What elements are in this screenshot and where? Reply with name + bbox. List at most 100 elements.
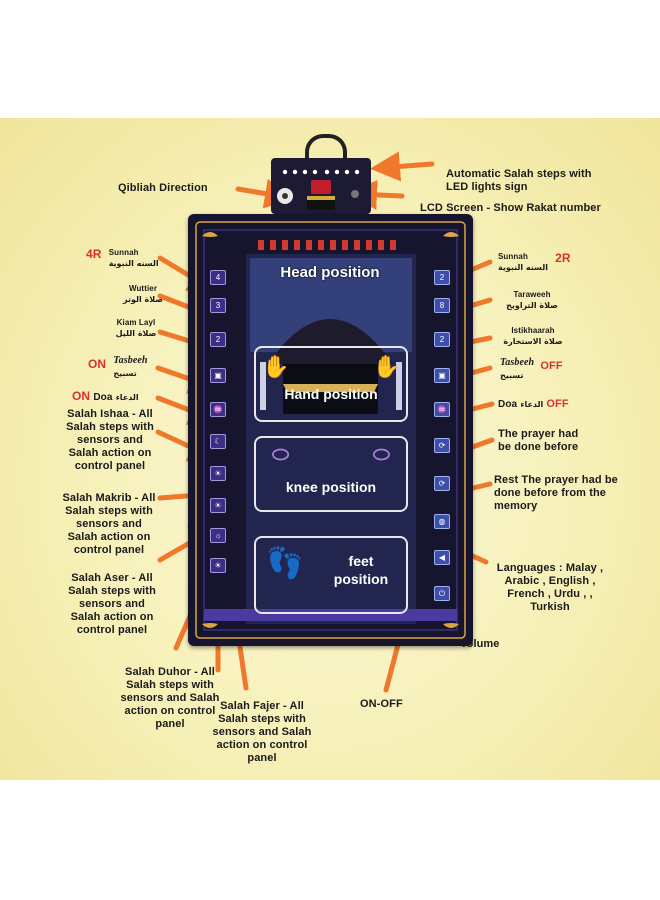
label-left-tasbeeh-en: Tasbeeh (113, 355, 148, 366)
right-btn-2r[interactable]: 2 (434, 270, 450, 285)
right-btn-taraweeh[interactable]: 8 (434, 298, 450, 313)
hand-icons: ✋ ✋ (256, 348, 406, 380)
right-btn-languages[interactable]: ◍ (434, 514, 450, 529)
feet-position-label: feet position (333, 553, 389, 587)
left-btn-aser[interactable]: ☀ (210, 498, 226, 513)
label-right-tasbeeh-ar: تسبيح (500, 371, 524, 380)
head-position-label: Head position (280, 264, 380, 281)
left-btn-ishaa[interactable]: ☾ (210, 434, 226, 449)
label-right-doa-en: Doa (498, 399, 518, 410)
left-btn-tasbeeh[interactable]: ▣ (210, 368, 226, 383)
left-btn-4r[interactable]: 4 (210, 270, 226, 285)
feet-position-box: 👣 feet position (254, 536, 408, 614)
crescent-icon: ☾ (214, 437, 222, 446)
head-position-box: Head position (254, 258, 406, 344)
lcd-device (271, 158, 371, 214)
speaker-icon: ◀ (438, 553, 446, 562)
label-left-tasbeeh-prefix: ON (88, 357, 107, 371)
label-left-sunnah-text: Sunnah السنه النبوية (109, 248, 159, 270)
label-right-tasbeeh-suffix: OFF (540, 360, 563, 372)
knee-position-box: ⬭ ⬭ knee position (254, 436, 408, 512)
label-volume: Volume (460, 638, 500, 650)
left-btn-wuttier[interactable]: 3 (210, 298, 226, 313)
label-left-sunnah-prefix: 4R (86, 247, 102, 261)
label-right-sunnah-suffix: 2R (555, 251, 571, 265)
left-btn-makrib[interactable]: ☀ (210, 466, 226, 481)
label-kiam-layl: Kiam Layl صلاة الليل (108, 318, 164, 340)
left-control-panel: 4 3 2 ▣ ♒ ☾ ☀ ☀ ☼ ☀ (210, 270, 226, 600)
right-btn-rest-prayer[interactable]: ⟳ (434, 476, 450, 491)
cube-icon: ▣ (438, 371, 446, 380)
right-btn-doa[interactable]: ♒ (434, 402, 450, 417)
label-wuttier-ar: صلاة الوتر (122, 295, 164, 304)
right-control-panel: 2 8 2 ▣ ♒ ⟳ ⟳ ◍ ◀ ⏻ (434, 270, 450, 620)
lcd-device-graphic (277, 169, 360, 210)
label-right-doa-ar: الدعاء (520, 400, 544, 409)
label-right-tasbeeh: Tasbeeh تسبيح OFF (500, 356, 590, 382)
label-istikhaarah: Istikhaarah صلاة الاستخارة (498, 326, 568, 348)
label-aser: Salah Aser - All Salah steps with sensor… (68, 572, 156, 636)
label-right-doa: Doa الدعاء OFF (498, 398, 588, 411)
refresh-icon: ⟳ (438, 441, 446, 450)
globe-icon: ◍ (438, 517, 446, 526)
hanger-hook (305, 134, 347, 168)
label-duhor: Salah Duhor - All Salah steps with senso… (120, 666, 220, 730)
knee-left-icon: ⬭ (272, 444, 290, 466)
label-taraweeh-ar: صلاة التراويح (506, 301, 558, 310)
label-prayer-before: The prayer had be done before (498, 428, 579, 453)
label-right-sunnah-text: Sunnah السنه النبوية (498, 252, 548, 274)
right-btn-istikhaarah[interactable]: 2 (434, 332, 450, 347)
hand-position-label: Hand position (284, 386, 378, 402)
knee-position-label: knee position (285, 479, 377, 495)
cube-icon: ▣ (214, 371, 222, 380)
label-wuttier: Wuttier صلاة الوتر (118, 284, 168, 306)
label-languages: Languages : Malay , Arabic , English , F… (496, 562, 604, 613)
label-right-sunnah-en: Sunnah (498, 252, 528, 261)
sunset-icon: ☀ (214, 469, 222, 478)
label-left-tasbeeh-text: Tasbeeh تسبيح (113, 354, 147, 380)
right-btn-prayer-before[interactable]: ⟳ (434, 438, 450, 453)
label-istikhaarah-en: Istikhaarah (511, 326, 555, 335)
label-left-sunnah: 4R Sunnah السنه النبوية (86, 248, 166, 270)
right-btn-tasbeeh[interactable]: ▣ (434, 368, 450, 383)
refresh-icon: ⟳ (438, 479, 446, 488)
label-kiam-layl-ar: صلاة الليل (115, 329, 157, 338)
label-fajer: Salah Fajer - All Salah steps with senso… (212, 700, 312, 764)
right-btn-volume[interactable]: ◀ (434, 550, 450, 565)
knee-right-icon: ⬭ (372, 444, 390, 466)
label-right-doa-suffix: OFF (546, 398, 569, 410)
label-on-off: ON-OFF (360, 698, 403, 710)
arrow-auto-salah (370, 151, 435, 182)
label-left-doa-en: Doa (93, 392, 113, 403)
label-auto-salah: Automatic Salah steps with LED lights si… (446, 168, 592, 193)
knee-icons: ⬭ ⬭ (256, 438, 406, 467)
label-right-tasbeeh-text: Tasbeeh تسبيح (500, 356, 534, 382)
label-left-sunnah-en: Sunnah (108, 248, 139, 257)
label-ishaa: Salah Ishaa - All Salah steps with senso… (66, 408, 154, 472)
hand-position-box: ✋ ✋ Hand position (254, 346, 408, 422)
label-qiblah: Qibliah Direction (118, 182, 208, 194)
label-taraweeh: Taraweeh صلاة التراويح (502, 290, 562, 312)
label-left-sunnah-ar: السنه النبوية (108, 259, 159, 268)
sun-icon: ☀ (214, 501, 222, 510)
left-btn-doa[interactable]: ♒ (210, 402, 226, 417)
label-makrib: Salah Makrib - All Salah steps with sens… (62, 492, 156, 556)
label-right-tasbeeh-en: Tasbeeh (500, 357, 535, 368)
feet-icon: 👣 (266, 547, 304, 580)
hand-right-icon: ✋ (372, 354, 400, 379)
left-btn-kiam[interactable]: 2 (210, 332, 226, 347)
left-btn-fajer[interactable]: ☀ (210, 558, 226, 573)
hands-icon: ♒ (213, 405, 223, 414)
right-btn-power[interactable]: ⏻ (434, 586, 450, 601)
label-right-sunnah: Sunnah السنه النبوية 2R (498, 252, 588, 274)
label-rest-prayer: Rest The prayer had be done before from … (494, 474, 618, 512)
left-btn-duhor[interactable]: ☼ (210, 528, 226, 543)
label-kiam-layl-en: Kiam Layl (116, 318, 156, 327)
mat-border-graphic (195, 221, 466, 639)
label-left-doa: ON Doa الدعاء (72, 390, 162, 404)
prayer-mat: Head position ✋ ✋ Hand position ⬭ ⬭ knee… (188, 214, 473, 646)
hands-icon: ♒ (437, 405, 447, 414)
sunrise-icon: ☀ (214, 561, 222, 570)
label-left-tasbeeh-ar: تسبيح (113, 369, 137, 378)
sun-icon: ☼ (214, 531, 222, 540)
